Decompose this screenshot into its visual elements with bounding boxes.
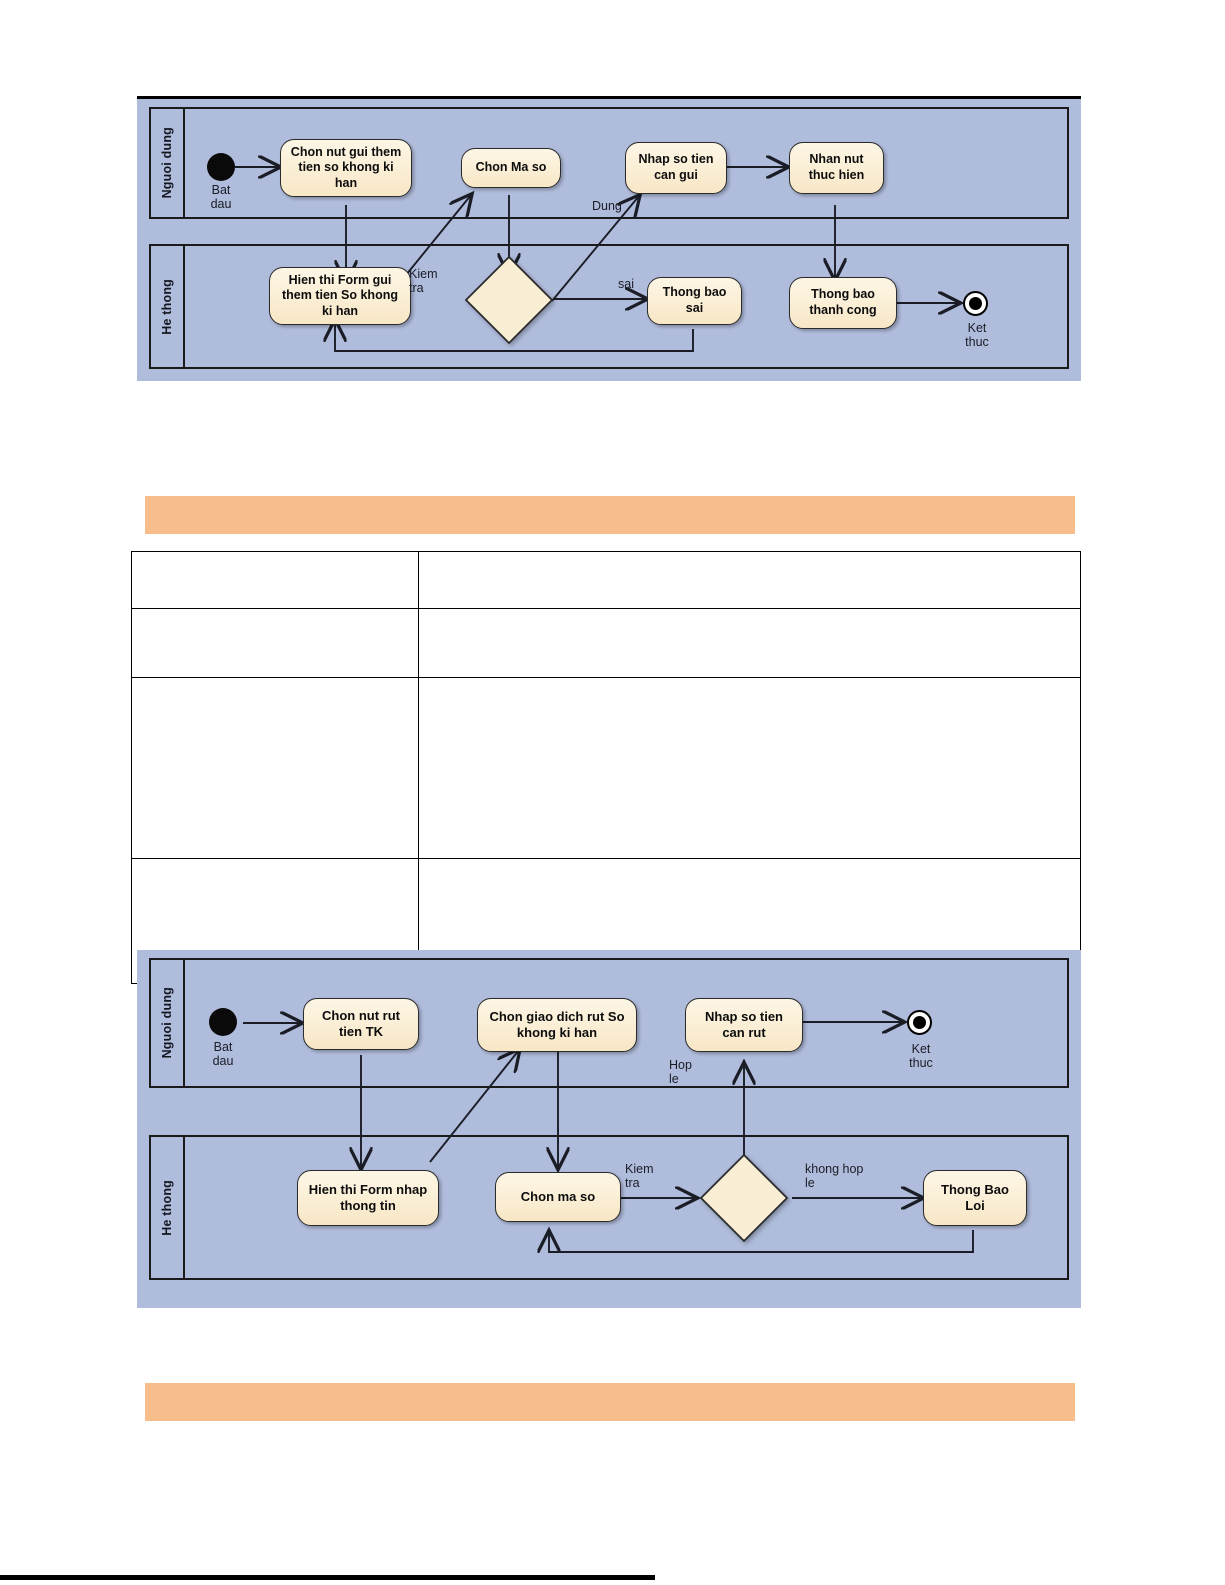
end-caption-2: Ket thuc [893,1042,949,1071]
decision-node-kiem-tra-2[interactable] [698,1152,790,1244]
activity-node-nhap-so-tien-can-gui[interactable]: Nhap so tien can gui [625,142,727,194]
end-caption-line2: thuc [909,1056,933,1071]
edge-label-kiem-tra-2: Kiem tra [625,1162,653,1191]
end-caption-line2: thuc [965,335,989,350]
initial-node-start-2 [209,1008,237,1036]
swimlane-label: He thong [160,278,174,335]
edge-label-kiem-tra-1: Kiem tra [409,267,437,296]
table-row [131,551,1081,609]
end-caption-line1: Ket [911,1042,931,1056]
swimlane-header-nguoi-dung-1: Nguoi dung [151,109,185,217]
activity-node-chon-nut-rut-tien-tk[interactable]: Chon nut rut tien TK [303,998,419,1050]
activity-node-chon-nut-gui-them-tien[interactable]: Chon nut gui them tien so khong ki han [280,139,412,197]
initial-node-start-1 [207,153,235,181]
decision-node-kiem-tra-1[interactable] [463,254,555,346]
start-caption-line1: Bat [211,183,231,197]
swimlane-header-nguoi-dung-2: Nguoi dung [151,960,185,1086]
specification-table [131,551,1081,984]
swimlane-label: Nguoi dung [160,987,174,1059]
edge-label-sai-1: sai [618,277,634,291]
final-node-end-2 [907,1010,932,1035]
activity-node-nhan-nut-thuc-hien[interactable]: Nhan nut thuc hien [789,142,884,194]
table-cell-value [418,551,1081,609]
table-cell-value [418,677,1081,859]
end-caption-1: Ket thuc [949,321,1005,350]
page-top-rule [137,96,1081,99]
swimlane-header-he-thong-1: He thong [151,246,185,367]
activity-node-chon-giao-dich-rut[interactable]: Chon giao dich rut So khong ki han [477,998,637,1052]
table-row [131,608,1081,678]
edge-label-line1: Kiem [625,1162,654,1176]
edge-label-line2: tra [625,1176,640,1191]
start-caption-line2: dau [210,197,232,212]
edge-label-line1: Kiem [409,267,438,281]
section-bar-bottom [145,1383,1075,1421]
page-bottom-bar [0,1575,655,1580]
edge-label-khong-hop-le: khong hop le [805,1162,863,1191]
start-caption-line1: Bat [213,1040,233,1054]
activity-node-chon-ma-so[interactable]: Chon Ma so [461,148,561,188]
activity-diagram-deposit: Nguoi dung He thong [137,99,1081,381]
activity-diagram-withdraw: Nguoi dung He thong [137,950,1081,1308]
swimlane-label: He thong [160,1179,174,1236]
swimlane-header-he-thong-2: He thong [151,1137,185,1278]
start-caption-1: Bat dau [193,183,249,212]
table-cell-label [131,677,419,859]
table-cell-value [418,608,1081,678]
edge-label-line2: le [669,1072,679,1087]
table-row [131,677,1081,859]
activity-node-thong-bao-loi[interactable]: Thong Bao Loi [923,1170,1027,1226]
activity-node-hien-thi-form-nhap-thong-tin[interactable]: Hien thi Form nhap thong tin [297,1170,439,1226]
edge-label-line1: khong hop [805,1162,864,1176]
activity-node-nhap-so-tien-can-rut[interactable]: Nhap so tien can rut [685,998,803,1052]
table-cell-label [131,551,419,609]
edge-label-line2: tra [409,281,424,296]
start-caption-2: Bat dau [195,1040,251,1069]
activity-node-chon-ma-so-2[interactable]: Chon ma so [495,1172,621,1222]
edge-label-line2: le [805,1176,815,1191]
swimlane-label: Nguoi dung [160,127,174,199]
activity-node-thong-bao-sai[interactable]: Thong bao sai [647,277,742,325]
end-caption-line1: Ket [967,321,987,335]
edge-label-hop-le: Hop le [669,1058,692,1087]
final-node-end-1 [963,291,988,316]
edge-label-line1: Hop [669,1058,692,1072]
edge-label-dung-1: Dung [592,199,622,213]
section-bar-top [145,496,1075,534]
activity-node-hien-thi-form-gui-them-tien[interactable]: Hien thi Form gui them tien So khong ki … [269,267,411,325]
start-caption-line2: dau [212,1054,234,1069]
table-cell-label [131,608,419,678]
activity-node-thong-bao-thanh-cong[interactable]: Thong bao thanh cong [789,277,897,329]
